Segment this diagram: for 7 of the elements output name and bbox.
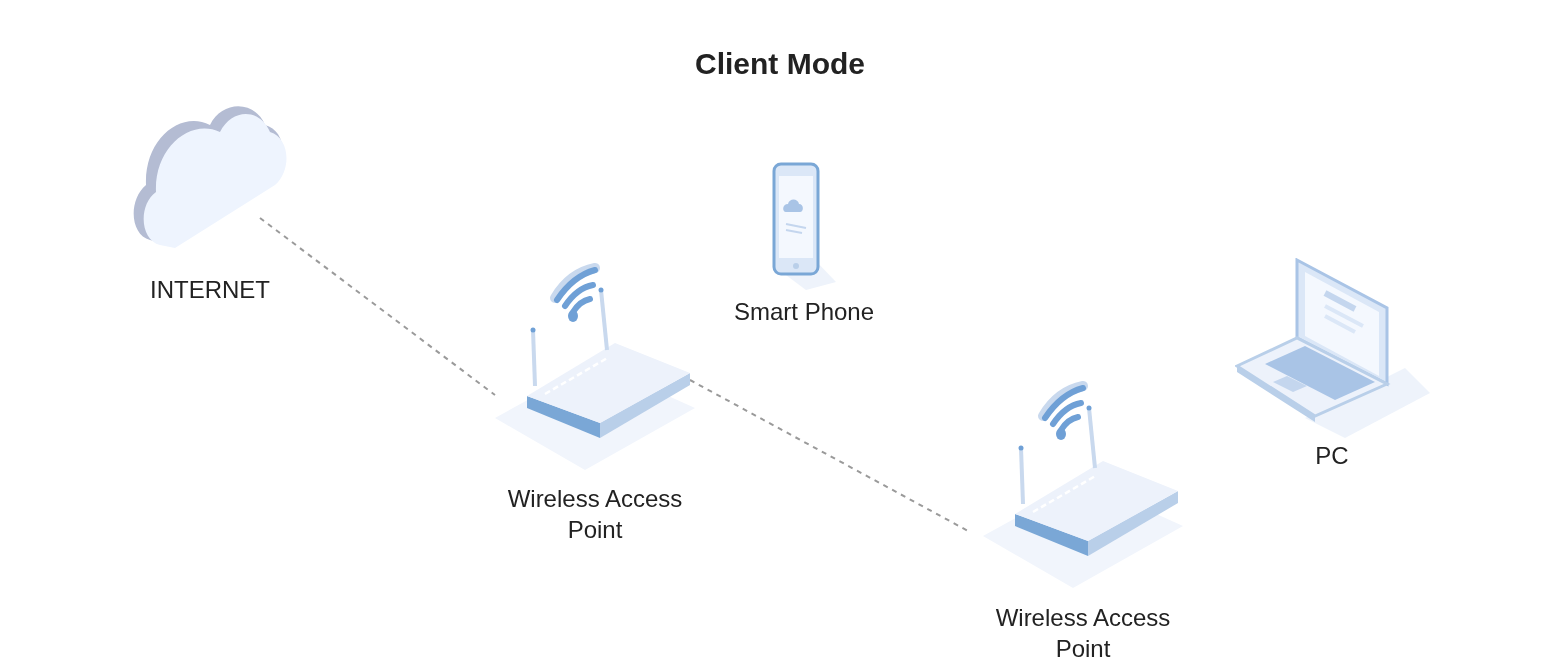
diagram-title: Client Mode [694, 46, 866, 82]
device-label: Wireless Access Point [994, 603, 1172, 664]
device-label: INTERNET [149, 275, 271, 305]
device-label: Wireless Access Point [506, 484, 684, 545]
device-label: Smart Phone [732, 297, 876, 327]
device-label: PC [1314, 441, 1350, 471]
dashed-connector [259, 217, 496, 396]
